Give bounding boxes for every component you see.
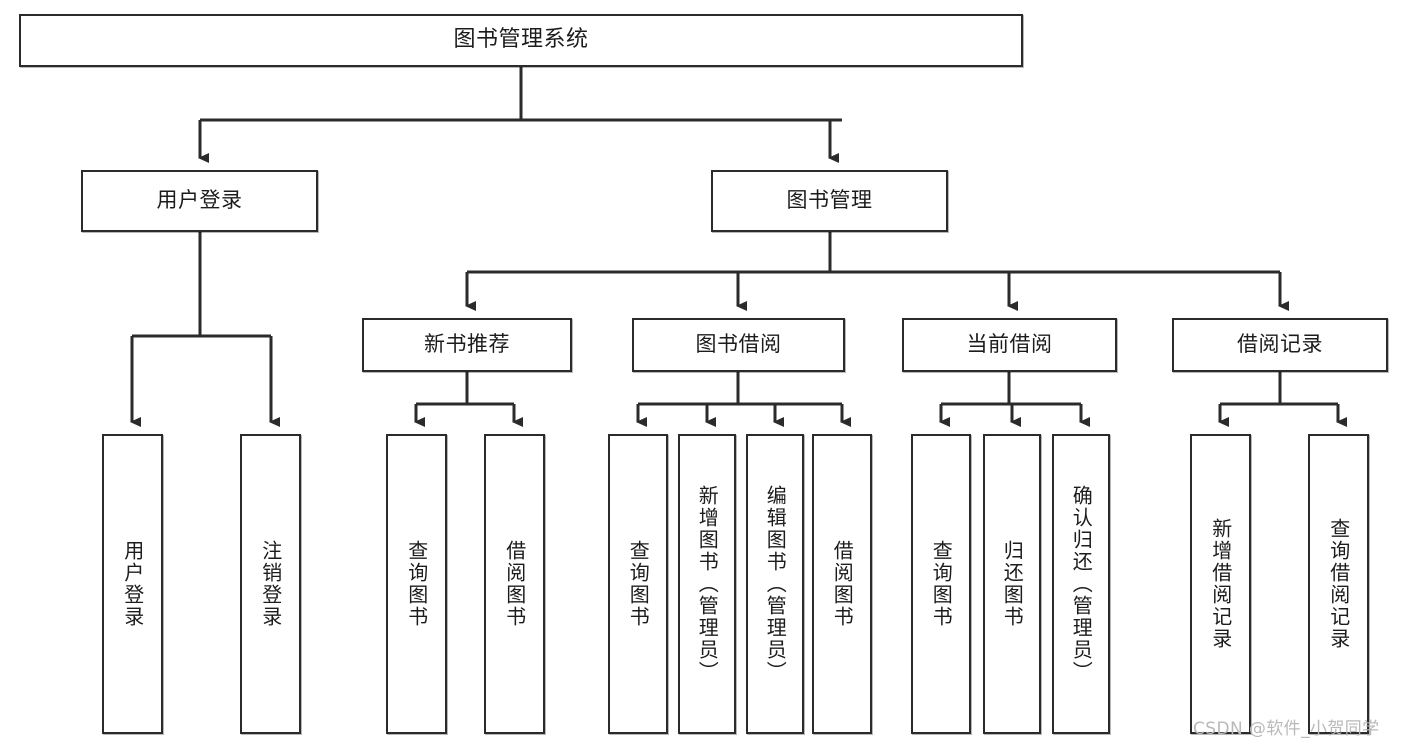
node-leaf-query-book-3[interactable]: 查询图书	[911, 434, 971, 734]
node-book-borrow-label: 图书借阅	[695, 332, 782, 357]
node-user-login[interactable]: 用户登录	[81, 170, 318, 232]
node-leaf-query-record-label: 查询借阅记录	[1326, 518, 1351, 650]
node-leaf-borrow-book-1[interactable]: 借阅图书	[484, 434, 545, 734]
node-leaf-add-record[interactable]: 新增借阅记录	[1190, 434, 1251, 734]
node-borrow-record[interactable]: 借阅记录	[1172, 318, 1388, 372]
node-current-borrow[interactable]: 当前借阅	[902, 318, 1117, 372]
node-leaf-edit-book-label: 编辑图书（管理员）	[763, 485, 788, 683]
node-book-borrow[interactable]: 图书借阅	[632, 318, 845, 372]
node-leaf-query-book-2-label: 查询图书	[626, 540, 651, 628]
node-user-login-label: 用户登录	[156, 188, 243, 213]
node-root[interactable]: 图书管理系统	[19, 14, 1023, 67]
node-root-label: 图书管理系统	[453, 27, 589, 53]
node-leaf-borrow-book-1-label: 借阅图书	[502, 540, 527, 628]
node-leaf-confirm-return-label: 确认归还（管理员）	[1069, 485, 1094, 683]
node-leaf-edit-book[interactable]: 编辑图书（管理员）	[746, 434, 804, 734]
node-leaf-query-book-3-label: 查询图书	[929, 540, 954, 628]
node-book-manage-label: 图书管理	[786, 188, 873, 213]
node-leaf-query-book-1-label: 查询图书	[404, 540, 429, 628]
node-leaf-user-logout-label: 注销登录	[258, 540, 283, 628]
node-current-borrow-label: 当前借阅	[966, 332, 1053, 357]
node-new-book-rec-label: 新书推荐	[424, 332, 510, 357]
node-leaf-borrow-book-2[interactable]: 借阅图书	[812, 434, 872, 734]
node-leaf-user-login[interactable]: 用户登录	[102, 434, 163, 734]
node-borrow-record-label: 借阅记录	[1237, 332, 1323, 357]
node-leaf-query-book-2[interactable]: 查询图书	[608, 434, 668, 734]
watermark: CSDN @软件_小贺同学	[1193, 719, 1380, 739]
node-leaf-add-record-label: 新增借阅记录	[1208, 518, 1233, 650]
node-leaf-return-book-label: 归还图书	[1000, 540, 1025, 628]
node-leaf-query-record[interactable]: 查询借阅记录	[1308, 434, 1369, 734]
node-leaf-query-book-1[interactable]: 查询图书	[386, 434, 447, 734]
node-new-book-rec[interactable]: 新书推荐	[362, 318, 572, 372]
node-leaf-return-book[interactable]: 归还图书	[983, 434, 1041, 734]
node-book-manage[interactable]: 图书管理	[711, 170, 948, 232]
node-leaf-user-login-label: 用户登录	[120, 540, 145, 628]
node-leaf-add-book[interactable]: 新增图书（管理员）	[678, 434, 736, 734]
node-leaf-add-book-label: 新增图书（管理员）	[695, 485, 720, 683]
node-leaf-user-logout[interactable]: 注销登录	[240, 434, 301, 734]
node-leaf-borrow-book-2-label: 借阅图书	[830, 540, 855, 628]
node-leaf-confirm-return[interactable]: 确认归还（管理员）	[1052, 434, 1110, 734]
